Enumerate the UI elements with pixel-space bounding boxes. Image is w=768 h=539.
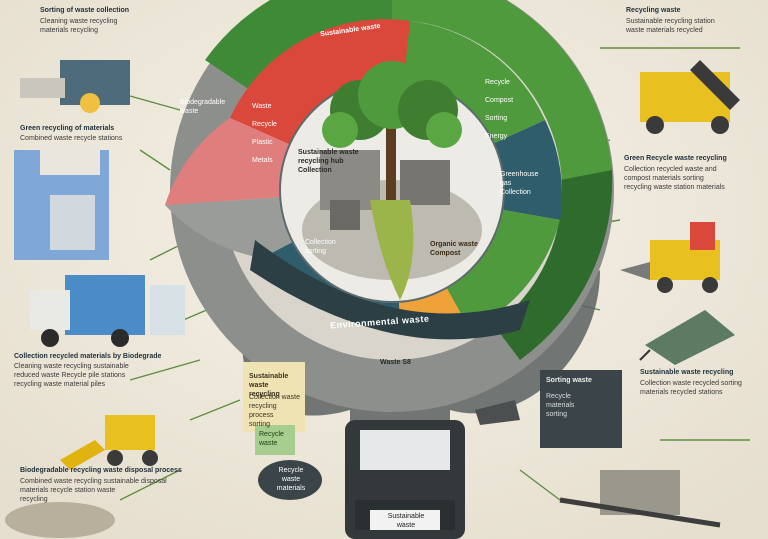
segment-label-right-teal: Greenhouse gas Collection bbox=[500, 171, 539, 196]
left-callout-body: Combined waste recycle stations bbox=[20, 135, 123, 142]
segment-label-orange: Organic waste Compost bbox=[430, 241, 478, 257]
right-callout-title: Green Recycle waste recycling bbox=[624, 155, 727, 162]
sign-box-body: Collection waste recycling process sorti… bbox=[249, 394, 300, 428]
drone-icon bbox=[475, 400, 520, 425]
ring-banner bbox=[250, 240, 530, 340]
loader-icon bbox=[620, 222, 720, 293]
left-callout-body: Combined waste recycling sustainable dis… bbox=[20, 478, 167, 503]
tree-icon bbox=[322, 61, 462, 200]
left-callout-body: Cleaning waste recycling materials recyc… bbox=[40, 18, 118, 34]
sign-bubble-text: Recycle waste materials bbox=[276, 467, 306, 492]
excavator-icon bbox=[60, 415, 158, 470]
right-callout-title: Recycling waste bbox=[626, 7, 681, 14]
right-callout-title: Sustainable waste recycling bbox=[640, 369, 734, 376]
right-callout-body: Collection recycled waste and compost ma… bbox=[624, 166, 725, 191]
left-callout-title: Biodegradable recycling waste disposal p… bbox=[20, 467, 182, 474]
grey-flow-arrow bbox=[242, 270, 601, 455]
bin-icon bbox=[14, 145, 109, 260]
segment-label-teal: Collection sorting bbox=[305, 239, 336, 255]
sign-box-body: Recycle materials sorting bbox=[546, 393, 575, 418]
segment-label-left-items: Waste Recycle Plastic Metals bbox=[252, 103, 277, 164]
segment-label-left-red: Biodegradable waste bbox=[180, 99, 226, 115]
shredder-icon bbox=[639, 310, 735, 365]
left-callout-body: Cleaning waste recycling sustainable red… bbox=[14, 363, 129, 388]
truck-label: Sustainable waste bbox=[387, 513, 425, 529]
truck-icon bbox=[30, 275, 185, 347]
left-callout-title: Green recycling of materials bbox=[20, 125, 115, 132]
sign-bubble bbox=[258, 460, 322, 500]
left-bottom-pile bbox=[5, 502, 115, 538]
small-label: Recycle waste bbox=[259, 431, 284, 447]
ring-bottom-label: Waste S8 bbox=[380, 359, 411, 366]
left-callout-title: Sorting of waste collection bbox=[40, 7, 130, 14]
container-icon bbox=[20, 60, 130, 113]
sign-box-title: Sustainable waste recycling bbox=[249, 373, 289, 398]
right-callout-body: Collection waste recycled sorting materi… bbox=[640, 380, 742, 396]
sign-box-title: Sorting waste bbox=[546, 377, 592, 384]
segment-label-right-green: Recycle Compost Sorting Energy bbox=[485, 79, 514, 140]
center-truck-icon bbox=[345, 420, 465, 539]
left-callout-title: Collection recycled materials by Biodegr… bbox=[14, 353, 162, 360]
right-excavator-icon bbox=[640, 60, 740, 134]
center-caption: Sustainable waste recycling hub Collecti… bbox=[298, 149, 359, 174]
conveyor-icon bbox=[559, 470, 721, 528]
right-callout-body: Sustainable recycling station waste mate… bbox=[626, 18, 715, 34]
